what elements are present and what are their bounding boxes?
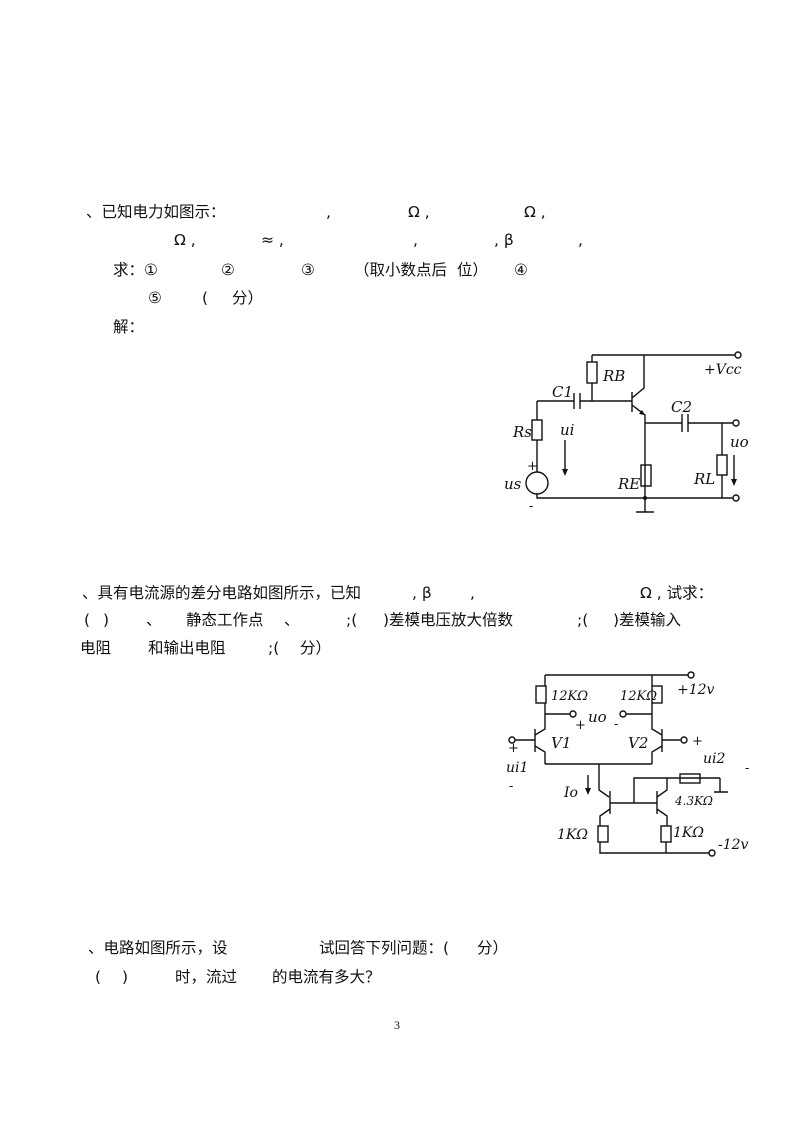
- label-vcc: +Vcc: [704, 362, 742, 378]
- resistor-rs: [531, 419, 543, 441]
- q1-text: Ω ,: [174, 231, 196, 249]
- q3-text: 、电路如图所示，设: [88, 939, 228, 957]
- q2-text: ;(: [577, 611, 589, 629]
- q2-text: 静态工作点: [186, 611, 264, 629]
- q3-text: 的电流有多大？: [272, 968, 381, 986]
- label-v1: V1: [551, 734, 571, 752]
- resistor-4-3k: [679, 773, 701, 784]
- q2-text: 和输出电阻: [148, 639, 226, 657]
- label-ui1-minus: -: [509, 779, 513, 794]
- label-ui: ui: [560, 421, 575, 439]
- label-1k-right: 1KΩ: [673, 825, 704, 841]
- q1-solution-label: 解：: [113, 318, 145, 336]
- q1-text: ,: [413, 231, 418, 249]
- q1-text: , β: [494, 231, 514, 249]
- q2-text: 电阻: [80, 639, 112, 657]
- q3-text: 时，流过: [175, 968, 238, 986]
- label-plus: +: [527, 459, 538, 474]
- label-4-3k: 4.3KΩ: [674, 794, 713, 808]
- label-12k-right: 12KΩ: [620, 689, 657, 704]
- label-uo: uo: [730, 433, 749, 451]
- label-c1: C1: [552, 383, 573, 401]
- label-minus: -: [529, 499, 533, 514]
- q1-text: ≈ ,: [261, 231, 284, 249]
- capacitor-c2: [681, 414, 689, 432]
- q2-text: ;(: [346, 611, 358, 629]
- capacitor-c1: [573, 393, 581, 409]
- circuit-2-wires: [508, 671, 728, 857]
- resistor-rl: [716, 454, 728, 476]
- label-vneg: -12v: [718, 837, 749, 853]
- page-number: 3: [394, 1018, 400, 1032]
- q2-text: Ω , 试求：: [640, 584, 714, 602]
- resistor-rb: [586, 361, 598, 384]
- label-ui1-plus: +: [508, 741, 519, 756]
- label-ui1: ui1: [506, 760, 528, 776]
- q1-text: ③: [301, 261, 315, 279]
- label-rs: Rs: [512, 423, 532, 441]
- label-c2: C2: [671, 398, 692, 416]
- q1-text: ②: [221, 261, 235, 279]
- q1-text: （取小数点后 位）: [354, 261, 488, 279]
- q1-text: ④: [514, 261, 528, 279]
- q3-text: (: [95, 968, 102, 986]
- q2-text: )差模输入: [613, 611, 682, 629]
- label-rb: RB: [602, 367, 625, 385]
- q1-text: Ω ,: [408, 203, 430, 221]
- label-ui2: ui2: [703, 751, 725, 767]
- q2-text: (: [84, 611, 91, 629]
- q1-text: ⑤: [148, 289, 162, 307]
- circuit-1-wires: [525, 351, 742, 513]
- q1-text: 、已知电力如图示：: [86, 203, 226, 221]
- q2-text: 分）: [300, 639, 332, 657]
- q2-text: , β: [412, 584, 432, 602]
- q1-text: Ω ,: [524, 203, 546, 221]
- label-vpos: +12v: [677, 682, 715, 698]
- q3-text: 分）: [477, 939, 509, 957]
- label-1k-left: 1KΩ: [557, 827, 588, 843]
- resistor-1k-left: [597, 825, 609, 843]
- label-uo: uo: [588, 708, 607, 726]
- q2-text: ): [103, 611, 110, 629]
- label-rl: RL: [693, 470, 715, 488]
- label-uo-plus: +: [575, 718, 586, 733]
- label-re: RE: [617, 475, 640, 493]
- q2-text: )差模电压放大倍数: [383, 611, 514, 629]
- q2-text: ,: [470, 584, 475, 602]
- q1-text: 求：①: [113, 261, 158, 279]
- resistor-1k-right: [660, 825, 672, 843]
- resistor-12k-left: [535, 685, 547, 704]
- label-v2: V2: [628, 734, 648, 752]
- resistor-re: [640, 464, 652, 487]
- q2-text: 、具有电流源的差分电路如图所示，已知: [82, 584, 362, 602]
- q1-text: ,: [326, 203, 331, 221]
- q2-text: 、: [284, 611, 300, 629]
- q1-text: 分）: [232, 289, 264, 307]
- label-uo-minus: -: [614, 717, 618, 732]
- label-us: us: [504, 475, 522, 493]
- label-io: Io: [563, 785, 578, 801]
- voltage-source-us: [525, 471, 549, 495]
- resistor-12k-right: [651, 685, 663, 704]
- q2-text: ;(: [268, 639, 280, 657]
- label-ui2-plus: +: [692, 734, 703, 749]
- label-12k-left: 12KΩ: [551, 689, 588, 704]
- q1-text: ,: [578, 231, 583, 249]
- label-ui2-minus: -: [745, 761, 749, 776]
- ground-icon: [636, 498, 654, 513]
- q3-text: ): [122, 968, 129, 986]
- q1-text: (: [202, 289, 209, 307]
- q3-text: 试回答下列问题：(: [319, 939, 450, 957]
- q2-text: 、: [146, 611, 162, 629]
